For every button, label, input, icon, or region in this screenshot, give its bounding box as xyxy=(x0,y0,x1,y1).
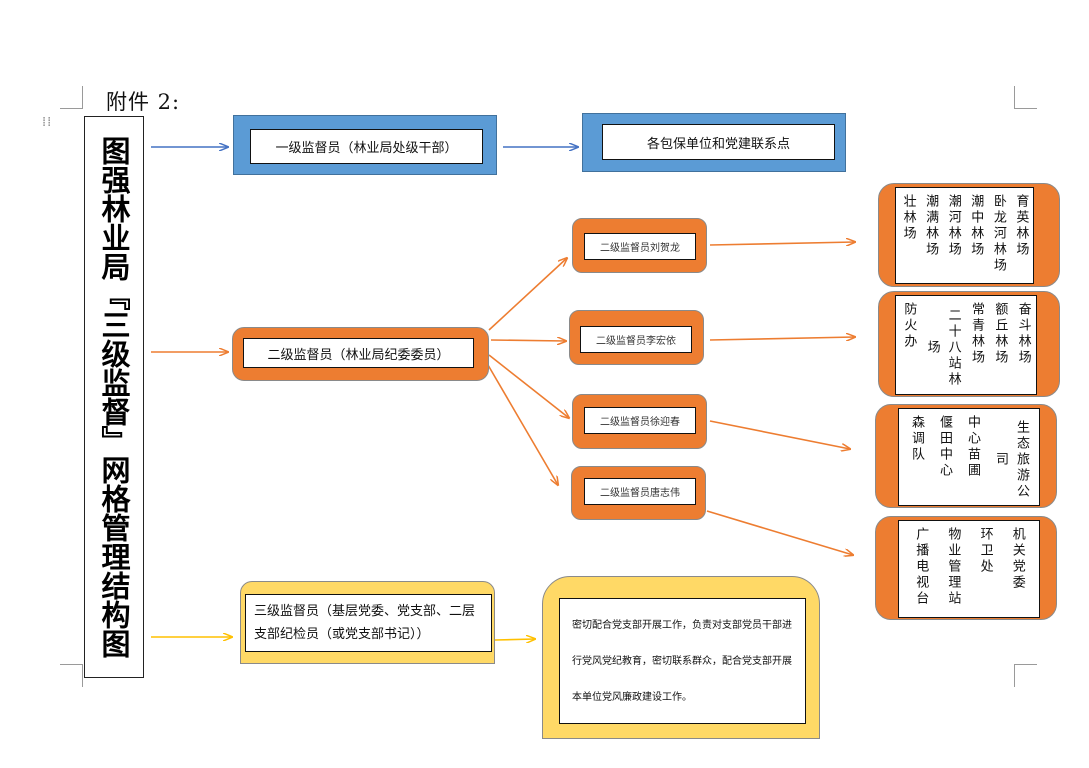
units-node-4: 机关党委 环卫处 物业管理站 广播电视台 xyxy=(875,516,1057,620)
units-node-1: 育英林场 卧龙河林场 潮中林场 潮河林场 潮满林场 壮林场 xyxy=(878,183,1060,287)
annex-label: 附件 2: xyxy=(106,90,181,114)
level1-target-node: 各包保单位和党建联系点 xyxy=(582,113,846,172)
arrow-level2-to-member1 xyxy=(488,258,567,331)
arrow-member3-to-units xyxy=(709,420,850,449)
unit-item: 二十八站林场 xyxy=(924,308,961,388)
table-move-handle-icon[interactable]: ⁞⁞ xyxy=(42,115,53,130)
arrow-member4-to-units xyxy=(706,510,853,555)
level3-duties-text: 密切配合党支部开展工作，负责对支部党员干部进行党风党纪教育，密切联系群众，配合党… xyxy=(559,598,806,724)
units-list-3: 生态旅游公司 中心苗圃 偃田中心 森调队 xyxy=(898,408,1040,506)
diagram-title: 图强林业局『三级监督』网格管理结构图 xyxy=(97,136,131,658)
unit-item: 壮林场 xyxy=(900,194,916,242)
unit-item: 广播电视台 xyxy=(913,527,929,607)
arrow-member2-to-units xyxy=(709,337,855,340)
level2-member-node-4: 二级监督员唐志伟 xyxy=(571,466,706,520)
unit-item: 潮满林场 xyxy=(923,194,939,258)
crop-mark-bottom-left xyxy=(60,664,83,687)
level2-member-label-2: 二级监督员李宏依 xyxy=(580,326,692,353)
unit-item: 生态旅游公司 xyxy=(993,420,1029,500)
level2-supervisor-node: 二级监督员（林业局纪委委员） xyxy=(232,327,489,381)
level3-supervisor-node: 三级监督员（基层党委、党支部、二层支部纪检员（或党支部书记）） xyxy=(240,581,495,664)
diagram-title-box: 图强林业局『三级监督』网格管理结构图 xyxy=(84,116,144,678)
arrow-level3-to-duties xyxy=(494,639,535,640)
unit-item: 环卫处 xyxy=(977,527,993,575)
crop-mark-top-left xyxy=(60,86,83,109)
unit-item: 常青林场 xyxy=(968,302,984,366)
unit-item: 额丘林场 xyxy=(992,302,1008,366)
unit-item: 中心苗圃 xyxy=(965,415,980,479)
level2-supervisor-label: 二级监督员（林业局纪委委员） xyxy=(243,338,474,368)
units-node-2: 奋斗林场 额丘林场 常青林场 二十八站林场 防火办 xyxy=(878,291,1060,397)
level2-member-label-1: 二级监督员刘贺龙 xyxy=(584,233,696,260)
unit-item: 森调队 xyxy=(909,415,924,463)
level2-member-node-2: 二级监督员李宏依 xyxy=(569,310,704,365)
unit-item: 卧龙河林场 xyxy=(990,194,1006,274)
units-list-2: 奋斗林场 额丘林场 常青林场 二十八站林场 防火办 xyxy=(895,295,1037,395)
unit-item: 物业管理站 xyxy=(945,527,961,607)
unit-item: 潮中林场 xyxy=(968,194,984,258)
level2-member-label-3: 二级监督员徐迎春 xyxy=(584,407,696,434)
level2-member-label-4: 二级监督员唐志伟 xyxy=(584,478,696,505)
arrow-level2-to-member4 xyxy=(487,364,558,485)
unit-item: 潮河林场 xyxy=(945,194,961,258)
unit-item: 奋斗林场 xyxy=(1015,302,1031,366)
crop-mark-top-right xyxy=(1014,86,1037,109)
unit-item: 机关党委 xyxy=(1009,527,1025,591)
level1-target-label: 各包保单位和党建联系点 xyxy=(602,124,835,160)
arrow-member1-to-units xyxy=(709,242,855,245)
unit-item: 育英林场 xyxy=(1013,194,1029,258)
arrow-level2-to-member3 xyxy=(488,354,569,418)
level1-supervisor-node: 一级监督员（林业局处级干部） xyxy=(233,115,497,175)
units-list-4: 机关党委 环卫处 物业管理站 广播电视台 xyxy=(898,520,1040,618)
level3-supervisor-label: 三级监督员（基层党委、党支部、二层支部纪检员（或党支部书记）） xyxy=(245,594,492,652)
level1-supervisor-label: 一级监督员（林业局处级干部） xyxy=(250,129,483,164)
arrow-level2-to-member2 xyxy=(490,340,566,341)
unit-item: 防火办 xyxy=(901,302,917,350)
units-list-1: 育英林场 卧龙河林场 潮中林场 潮河林场 潮满林场 壮林场 xyxy=(895,187,1034,284)
unit-item: 偃田中心 xyxy=(937,415,952,479)
crop-mark-bottom-right xyxy=(1014,664,1037,687)
units-node-3: 生态旅游公司 中心苗圃 偃田中心 森调队 xyxy=(875,404,1057,508)
level2-member-node-3: 二级监督员徐迎春 xyxy=(572,394,707,449)
level3-duties-node: 密切配合党支部开展工作，负责对支部党员干部进行党风党纪教育，密切联系群众，配合党… xyxy=(542,576,820,739)
level2-member-node-1: 二级监督员刘贺龙 xyxy=(572,218,707,273)
